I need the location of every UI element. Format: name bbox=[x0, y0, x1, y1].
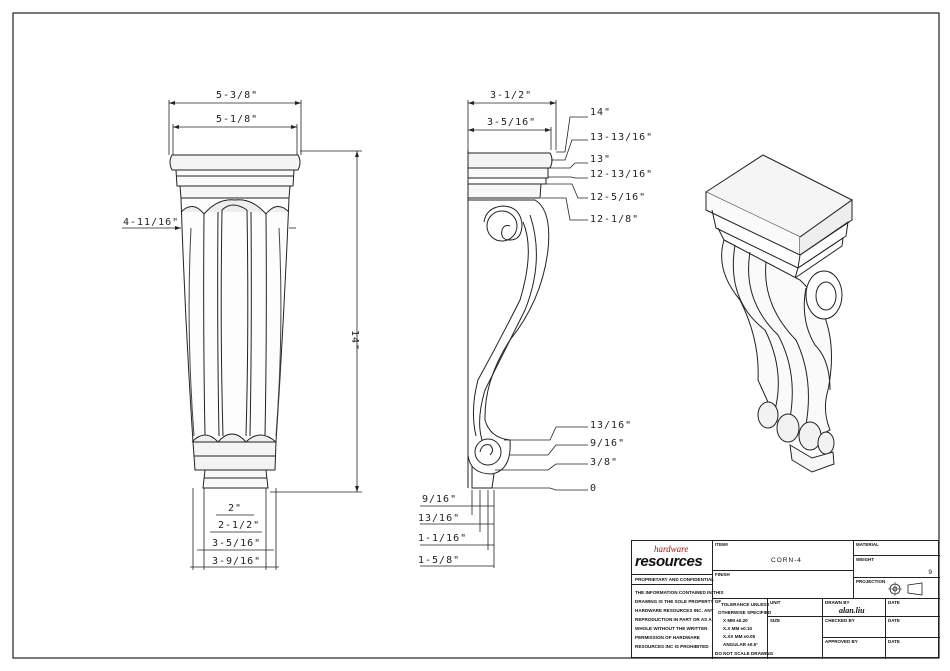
dim-side-b3: 1-1/16" bbox=[418, 533, 467, 544]
dim-front-height: 14" bbox=[349, 330, 360, 351]
tolerance-line: ANGULAR ±0.5° bbox=[723, 642, 758, 647]
unit-cell: UNIT bbox=[768, 599, 823, 617]
notice-line: REPRODUCTION IN PART OR AS A bbox=[635, 617, 712, 622]
dim-side-r5: 12-5/16" bbox=[590, 192, 646, 203]
title-block: hardware resources PROPRIETARY AND CONFI… bbox=[631, 540, 940, 659]
sheet-border bbox=[12, 12, 940, 659]
size-label: SIZE bbox=[770, 618, 781, 623]
weight-value: 9 bbox=[928, 569, 932, 576]
item-cell: ITEM# CORN-4 bbox=[713, 541, 854, 571]
tolerance-line: X MM ±0.20 bbox=[723, 618, 748, 623]
dim-side-r4: 12-13/16" bbox=[590, 169, 653, 180]
isometric-view bbox=[704, 154, 853, 473]
tolerance-line: OTHERWISE SPECIFIED bbox=[718, 610, 772, 615]
finish-label: FINISH bbox=[715, 572, 730, 577]
dim-front-top-inner: 5-1/8" bbox=[216, 114, 258, 125]
material-label: MATERIAL bbox=[856, 542, 879, 547]
tolerance-line: X.X MM ±0.10 bbox=[723, 626, 753, 631]
notice-line: RESOURCES INC IS PROHIBITED bbox=[635, 644, 709, 649]
date-cell-3: DATE bbox=[886, 638, 940, 659]
dim-side-r2: 13-13/16" bbox=[590, 132, 653, 143]
checked-by-label: CHECKED BY bbox=[825, 618, 855, 623]
dim-side-r10: 0 bbox=[590, 483, 597, 494]
dim-side-top-outer: 3-1/2" bbox=[490, 90, 532, 101]
notice-line: WHOLE WITHOUT THE WRITTEN bbox=[635, 626, 708, 631]
drawn-by-cell: DRAWN BY alan.liu bbox=[823, 599, 886, 617]
logo-top: hardware bbox=[654, 544, 689, 554]
approved-by-label: APPROVED BY bbox=[825, 639, 858, 644]
notice-line: PERMISSION OF HARDWARE bbox=[635, 635, 700, 640]
dim-side-r8: 9/16" bbox=[590, 438, 625, 449]
unit-label: UNIT bbox=[770, 600, 781, 605]
notice-line: THE INFORMATION CONTAINED IN THIS bbox=[635, 590, 724, 595]
notice-line: HARDWARE RESOURCES INC. ANY bbox=[635, 608, 714, 613]
dim-side-r1: 14" bbox=[590, 107, 611, 118]
date-label: DATE bbox=[888, 639, 900, 644]
projection-symbol-icon bbox=[888, 582, 923, 596]
date-cell-1: DATE bbox=[886, 599, 940, 617]
projection-cell: PROJECTION bbox=[854, 578, 940, 599]
tolerance-line: TOLERANCE UNLESS bbox=[721, 602, 770, 607]
side-view bbox=[467, 150, 553, 489]
front-dimensions bbox=[122, 100, 362, 570]
drawn-by-value: alan.liu bbox=[839, 606, 865, 615]
weight-cell: WEIGHT 9 bbox=[854, 556, 940, 578]
logo-cell: hardware resources bbox=[632, 541, 713, 575]
tolerance-line: DO NOT SCALE DRAWING bbox=[715, 651, 774, 656]
dim-side-r9: 3/8" bbox=[590, 457, 618, 468]
dim-side-top-inner: 3-5/16" bbox=[487, 117, 536, 128]
proprietary-label: PROPRIETARY AND CONFIDENTIAL bbox=[635, 577, 715, 582]
approved-by-cell: APPROVED BY bbox=[823, 638, 886, 659]
date-label: DATE bbox=[888, 600, 900, 605]
material-cell: MATERIAL bbox=[854, 541, 940, 556]
dim-side-r7: 13/16" bbox=[590, 420, 632, 431]
item-label: ITEM# bbox=[715, 542, 729, 547]
tolerance-line: X.XX MM ±0.05 bbox=[723, 634, 756, 639]
size-cell: SIZE bbox=[768, 617, 823, 659]
tolerance-cell: TOLERANCE UNLESS OTHERWISE SPECIFIED X M… bbox=[713, 599, 773, 659]
notice-cell: THE INFORMATION CONTAINED IN THIS DRAWIN… bbox=[632, 585, 723, 659]
dim-front-bottom-3: 3-5/16" bbox=[212, 538, 261, 549]
checked-by-cell: CHECKED BY bbox=[823, 617, 886, 638]
side-dimensions bbox=[420, 100, 588, 568]
weight-label: WEIGHT bbox=[856, 557, 874, 562]
front-view bbox=[169, 154, 301, 489]
dim-side-b4: 1-5/8" bbox=[418, 555, 460, 566]
finish-cell: FINISH bbox=[713, 571, 854, 599]
front-dimension-arrows bbox=[169, 101, 359, 492]
dim-side-r6: 12-1/8" bbox=[590, 214, 639, 225]
item-value: CORN-4 bbox=[771, 557, 802, 564]
dim-front-top-outer: 5-3/8" bbox=[216, 90, 258, 101]
drawn-by-label: DRAWN BY bbox=[825, 600, 850, 605]
dim-front-bottom-4: 3-9/16" bbox=[212, 556, 261, 567]
dim-front-bottom-2: 2-1/2" bbox=[218, 520, 260, 531]
date-cell-2: DATE bbox=[886, 617, 940, 638]
dim-side-r3: 13" bbox=[590, 154, 611, 165]
logo-bottom: resources bbox=[635, 553, 703, 570]
projection-label: PROJECTION bbox=[856, 579, 886, 584]
dim-front-bottom-1: 2" bbox=[228, 503, 242, 514]
date-label: DATE bbox=[888, 618, 900, 623]
notice-line: DRAWING IS THE SOLE PROPERTY OF bbox=[635, 599, 722, 604]
side-dimension-arrows bbox=[468, 101, 556, 132]
dim-side-b2: 13/16" bbox=[418, 513, 460, 524]
dim-side-b1: 9/16" bbox=[422, 494, 457, 505]
proprietary-cell: PROPRIETARY AND CONFIDENTIAL bbox=[632, 575, 715, 585]
dim-front-left: 4-11/16" bbox=[123, 217, 179, 228]
